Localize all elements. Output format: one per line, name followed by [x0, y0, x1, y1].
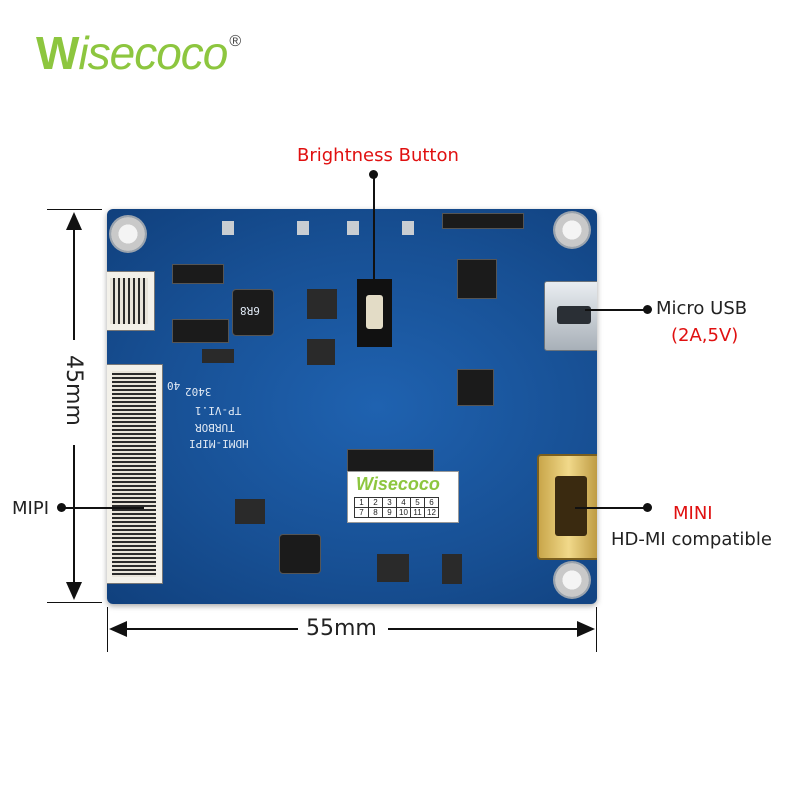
- width-dimension-line: [388, 628, 583, 630]
- pcb-board: 6R8 3402 TP-VI.1 TURBOR HDMI-MIPI 40 Wis…: [107, 209, 597, 604]
- ic-chip: [172, 319, 229, 343]
- diode: [202, 349, 234, 363]
- mini-hdmi-port: [537, 454, 597, 560]
- width-dimension-line: [120, 628, 298, 630]
- brightness-callout-line: [373, 175, 375, 295]
- mounting-hole: [109, 215, 147, 253]
- crystal: [377, 554, 409, 582]
- mini-label: MINI: [673, 503, 713, 524]
- transistor: [307, 339, 335, 365]
- micro-usb-port: [544, 281, 597, 351]
- micro-usb-spec: (2A,5V): [671, 325, 739, 346]
- micro-usb-label: Micro USB: [656, 298, 748, 319]
- dim-tick-bottom: [47, 602, 102, 603]
- mipi-callout-dot: [57, 503, 66, 512]
- mipi-connector: [107, 364, 163, 584]
- height-dimension-line: [73, 222, 75, 340]
- inductor: [232, 289, 274, 336]
- small-fpc-connector: [107, 271, 155, 331]
- hdmi-callout-dot: [643, 503, 652, 512]
- transistor: [307, 289, 337, 319]
- width-label: 55mm: [306, 616, 377, 641]
- mounting-hole: [553, 211, 591, 249]
- usb-callout-dot: [643, 305, 652, 314]
- brightness-button-label: Brightness Button: [297, 145, 459, 166]
- hdmi-compatible-label: HD-MI compatible: [611, 529, 772, 550]
- logo-rest: isecoco: [78, 27, 228, 79]
- header-pins: [442, 213, 524, 229]
- logo-initial: W: [36, 27, 79, 79]
- height-dimension-line: [73, 445, 75, 590]
- dim-tick-right: [596, 607, 597, 652]
- qfn-chip: [457, 259, 497, 299]
- inductor: [457, 369, 494, 406]
- registered-mark: ®: [229, 33, 241, 50]
- dim-tick-left: [107, 607, 108, 652]
- inductor: [279, 534, 321, 574]
- sticker-logo: Wisecoco: [356, 474, 440, 494]
- usb-callout-line: [585, 309, 647, 311]
- mipi-label: MIPI: [12, 498, 50, 519]
- transistor: [235, 499, 265, 524]
- dim-tick-top: [47, 209, 102, 210]
- mipi-callout-line: [62, 507, 144, 509]
- transistor: [442, 554, 462, 584]
- brightness-callout-dot: [369, 170, 378, 179]
- mounting-hole: [553, 561, 591, 599]
- brand-logo: Wisecoco®: [36, 27, 241, 79]
- ic-chip: [172, 264, 224, 284]
- hdmi-callout-line: [575, 507, 647, 509]
